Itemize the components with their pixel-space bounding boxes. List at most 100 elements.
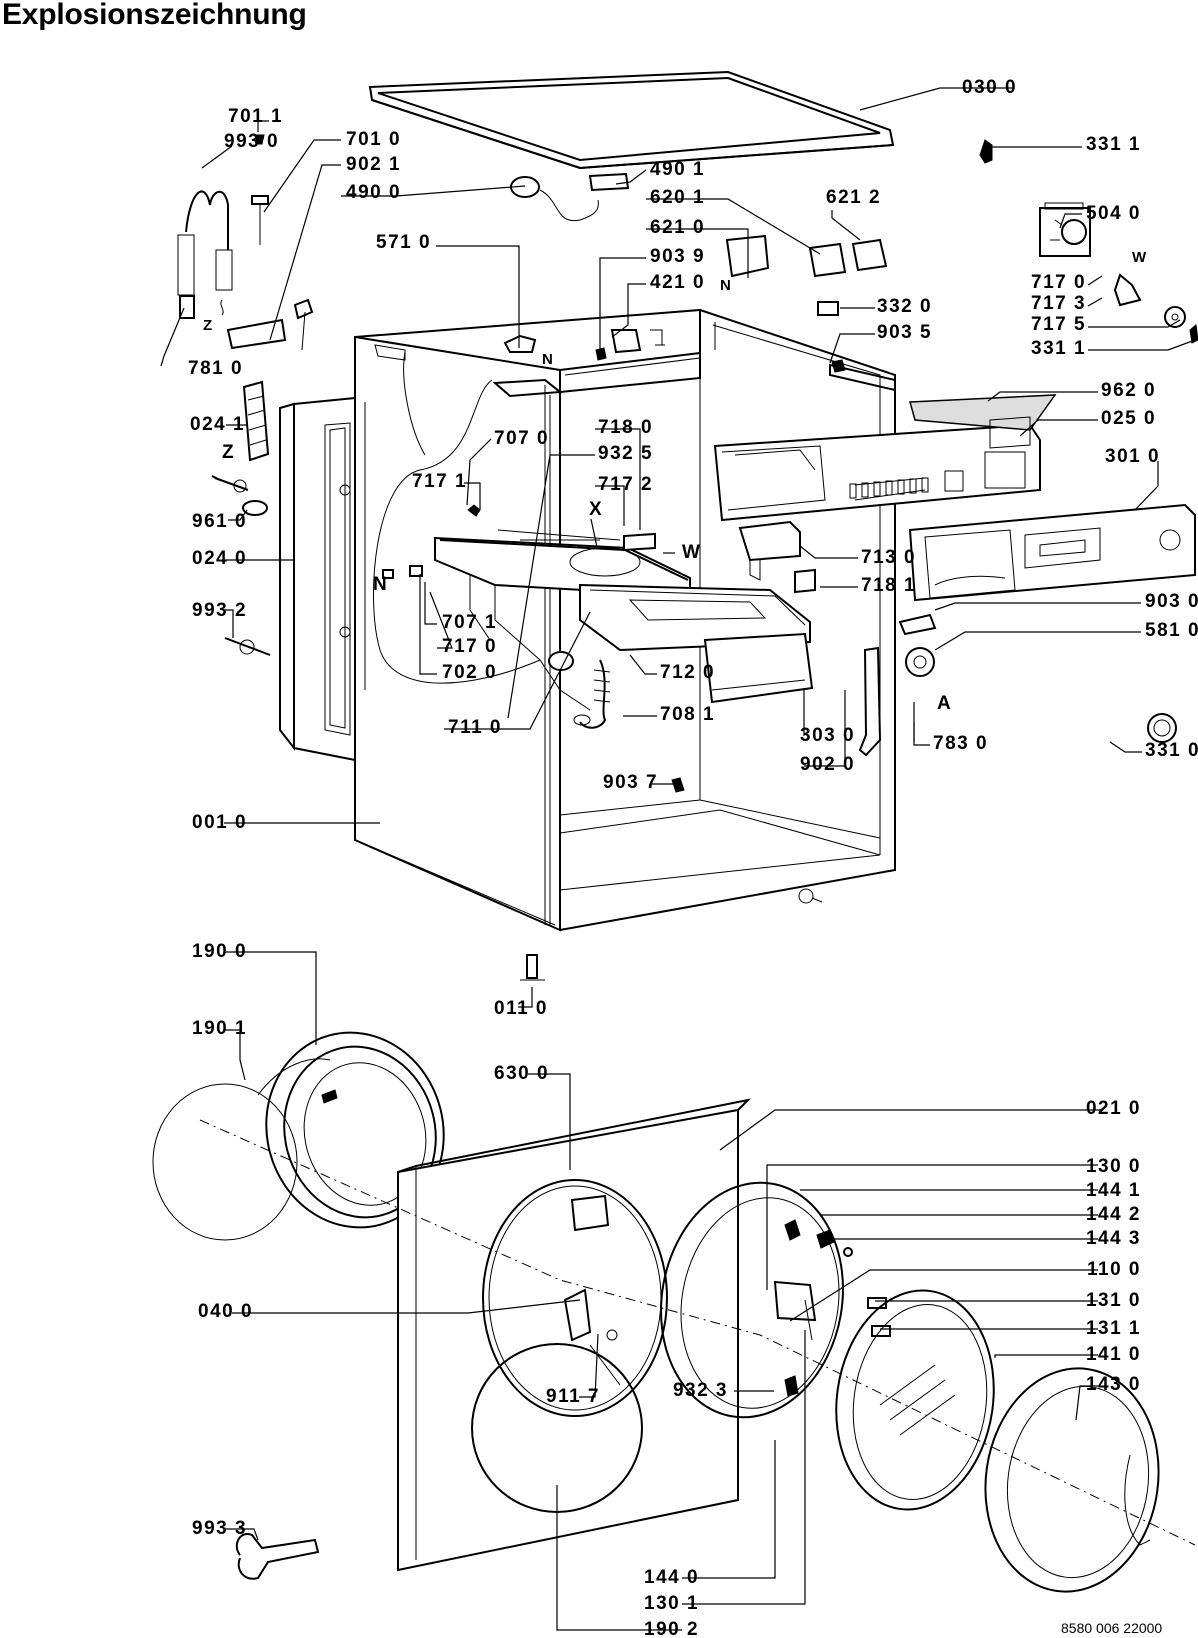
part-label: 707 0	[494, 428, 549, 449]
leader-line	[804, 690, 846, 767]
leader-line	[341, 185, 526, 197]
part-label: 718 1	[861, 575, 916, 596]
leader-line	[831, 210, 861, 241]
leader-line	[1087, 275, 1103, 286]
part-label: 331 1	[1086, 134, 1141, 155]
leader-line	[1134, 461, 1159, 511]
alignment-mark: N	[720, 277, 731, 294]
part-label: 024 0	[192, 548, 247, 569]
part-label: 902 0	[800, 754, 855, 775]
alignment-mark: W	[1132, 249, 1147, 266]
leader-line	[201, 145, 233, 169]
dispenser-assembly-drawing	[382, 504, 814, 729]
part-label: N	[373, 574, 388, 595]
leader-line	[263, 139, 341, 213]
part-label: 903 5	[877, 322, 932, 343]
leader-line	[987, 391, 1098, 402]
leader-line	[1075, 1385, 1098, 1421]
part-label: 144 3	[1086, 1228, 1141, 1249]
alignment-mark: Z	[203, 317, 212, 334]
leader-line	[444, 611, 591, 730]
leader-line	[590, 518, 598, 548]
part-label: 903 0	[1145, 591, 1198, 612]
leader-line	[1087, 297, 1103, 307]
leader-line	[799, 545, 858, 559]
part-label: 021 0	[1086, 1098, 1141, 1119]
alignment-mark: N	[542, 351, 553, 368]
leader-line	[419, 574, 437, 675]
part-label: 504 0	[1086, 203, 1141, 224]
leader-line	[224, 1528, 259, 1541]
part-label: 130 0	[1086, 1156, 1141, 1177]
part-label: 911 7	[546, 1386, 600, 1407]
part-label: 701 1	[228, 106, 283, 127]
leader-line	[232, 1299, 581, 1314]
part-label: 331 0	[1145, 740, 1198, 761]
leader-line	[424, 582, 437, 625]
leader-line	[646, 228, 749, 278]
part-label: 131 0	[1086, 1290, 1141, 1311]
part-label: 903 9	[650, 246, 705, 267]
part-label: 781 0	[188, 358, 243, 379]
leader-line	[1059, 213, 1082, 229]
part-label: 490 0	[346, 182, 401, 203]
leader-line	[556, 1485, 682, 1631]
leader-line	[1019, 419, 1098, 437]
leader-line	[1088, 319, 1181, 328]
part-label: Z	[222, 442, 235, 463]
part-label: 421 0	[650, 272, 705, 293]
part-label: 702 0	[442, 662, 497, 683]
part-label: 718 0	[598, 417, 653, 438]
part-label: 144 1	[1086, 1180, 1141, 1201]
inlet-parts-drawing	[177, 134, 545, 1580]
part-label: 717 0	[1031, 272, 1086, 293]
leader-line	[518, 987, 533, 1008]
leader-line	[611, 283, 646, 338]
control-panel-drawing	[713, 394, 1196, 602]
part-label: 301 0	[1105, 446, 1160, 467]
part-label: 932 5	[598, 443, 653, 464]
leader-line	[646, 198, 821, 255]
leader-line	[269, 164, 341, 341]
part-label: 621 0	[650, 217, 705, 238]
leader-line	[615, 169, 647, 185]
leader-lines	[160, 87, 1196, 1631]
leader-line	[224, 951, 317, 1045]
page-title: Explosionszeichnung	[2, 0, 307, 31]
part-label: 701 0	[346, 129, 401, 150]
leader-line	[224, 1029, 246, 1081]
part-label: 717 1	[412, 471, 467, 492]
programmer-and-switches-drawing	[503, 139, 1198, 793]
leader-line	[599, 257, 646, 355]
leader-line	[579, 1333, 599, 1398]
part-label: 303 0	[800, 725, 855, 746]
part-label: 190 0	[192, 941, 247, 962]
leader-line	[682, 1330, 806, 1605]
part-label: 708 1	[660, 704, 715, 725]
part-label: 030 0	[962, 77, 1017, 98]
part-label: A	[937, 693, 952, 714]
part-label: 130 1	[644, 1593, 699, 1614]
leader-line	[934, 631, 1141, 651]
part-label: 961 0	[192, 511, 247, 532]
leader-line	[829, 333, 875, 364]
leader-line	[224, 609, 234, 638]
part-label: 717 0	[442, 636, 497, 657]
leader-line	[595, 428, 641, 530]
part-label: 711 0	[448, 717, 502, 738]
part-label: 783 0	[933, 733, 988, 754]
part-label: 144 2	[1086, 1204, 1141, 1225]
leader-line	[1088, 339, 1196, 351]
part-label: 571 0	[376, 232, 431, 253]
leader-line	[528, 1073, 571, 1170]
part-label: 110 0	[1087, 1259, 1141, 1280]
part-label: 717 3	[1031, 293, 1086, 314]
leader-line	[436, 245, 520, 348]
leader-line	[464, 482, 481, 510]
part-label: 581 0	[1145, 620, 1198, 641]
part-label: 717 5	[1031, 314, 1086, 335]
part-label: 190 1	[192, 1018, 247, 1039]
